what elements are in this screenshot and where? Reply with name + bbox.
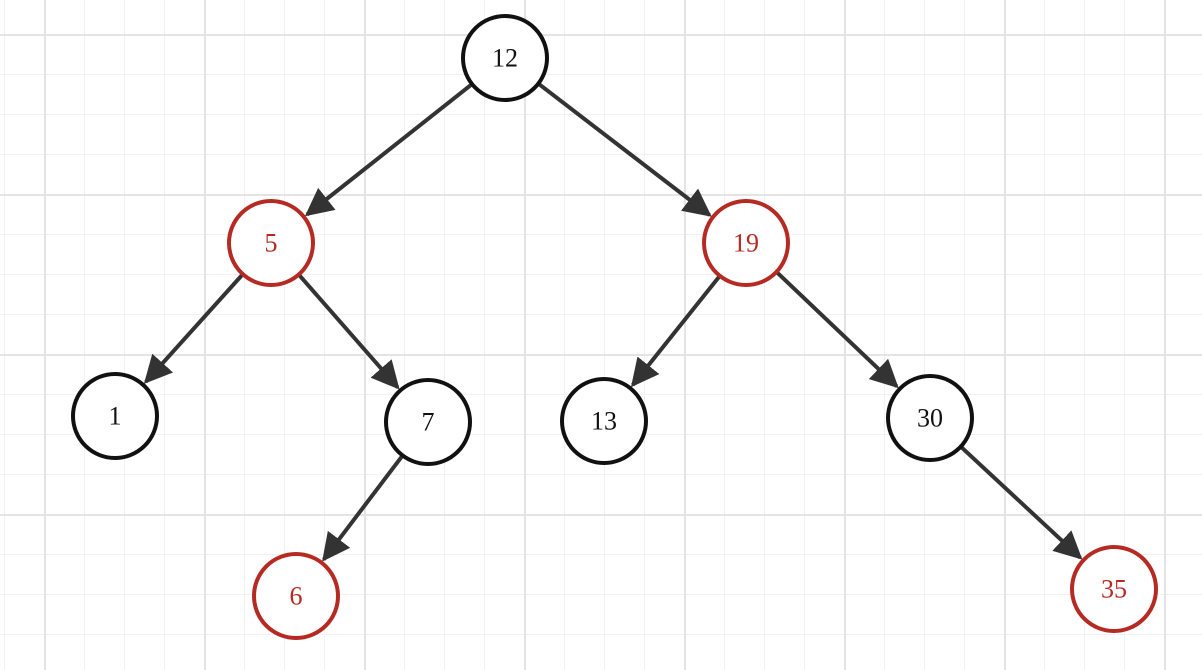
edge-5-to-1	[143, 273, 244, 384]
edge-12-to-19	[537, 82, 712, 217]
node-circle	[252, 552, 340, 640]
node-label: 12	[492, 44, 518, 73]
tree-node-6: 6	[252, 552, 340, 640]
edge-19-to-13	[630, 275, 721, 388]
tree-node-5: 5	[227, 199, 315, 287]
node-circle	[560, 377, 648, 465]
node-label: 5	[265, 229, 278, 258]
tree-node-1: 1	[71, 372, 159, 460]
tree-node-19: 19	[702, 199, 790, 287]
tree-node-30: 30	[886, 374, 974, 462]
node-circle	[461, 14, 549, 102]
tree-node-7: 7	[384, 378, 472, 466]
tree-node-13: 13	[560, 377, 648, 465]
node-circle	[702, 199, 790, 287]
edge-19-to-30	[775, 271, 899, 389]
node-circle	[71, 372, 159, 460]
node-label: 13	[591, 407, 617, 436]
node-label: 7	[422, 408, 435, 437]
node-label: 1	[109, 402, 122, 431]
edge-7-to-6	[322, 455, 404, 562]
node-label: 6	[290, 582, 303, 611]
tree-node-35: 35	[1070, 545, 1158, 633]
edge-30-to-35	[960, 445, 1083, 560]
node-circle	[1070, 545, 1158, 633]
node-circle	[227, 199, 315, 287]
node-label: 35	[1101, 575, 1127, 604]
node-layer: 12 5 19 1 7 13 30 6	[71, 14, 1158, 640]
node-circle	[384, 378, 472, 466]
node-label: 19	[733, 229, 759, 258]
edge-layer	[143, 82, 1083, 562]
edge-12-to-5	[304, 83, 473, 217]
node-circle	[886, 374, 974, 462]
edge-5-to-7	[297, 273, 400, 390]
tree-node-12: 12	[461, 14, 549, 102]
node-label: 30	[917, 404, 943, 433]
